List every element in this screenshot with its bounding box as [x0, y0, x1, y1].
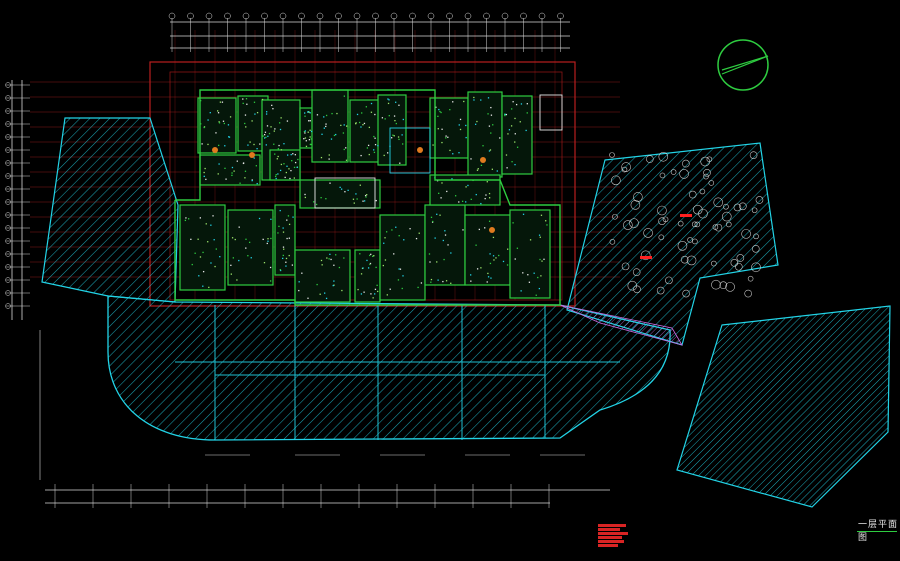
- bottom-dimension-chain: [39, 330, 610, 508]
- north-arrow-icon: [717, 39, 769, 91]
- hatch-zone-east: [676, 305, 891, 508]
- podium-hatch-zones: [41, 117, 891, 508]
- hatch-zone-northeast: [566, 142, 779, 346]
- title-underline: [857, 531, 897, 532]
- drawing-legend: [598, 522, 653, 548]
- drawing-title: 一层平面图: [858, 520, 899, 543]
- hatch-zone-west: [41, 117, 179, 303]
- hatch-zone-podium: [107, 295, 671, 441]
- residential-tower-core: [174, 89, 563, 306]
- tree-symbols: [609, 151, 764, 298]
- dimension-lines: [5, 12, 570, 320]
